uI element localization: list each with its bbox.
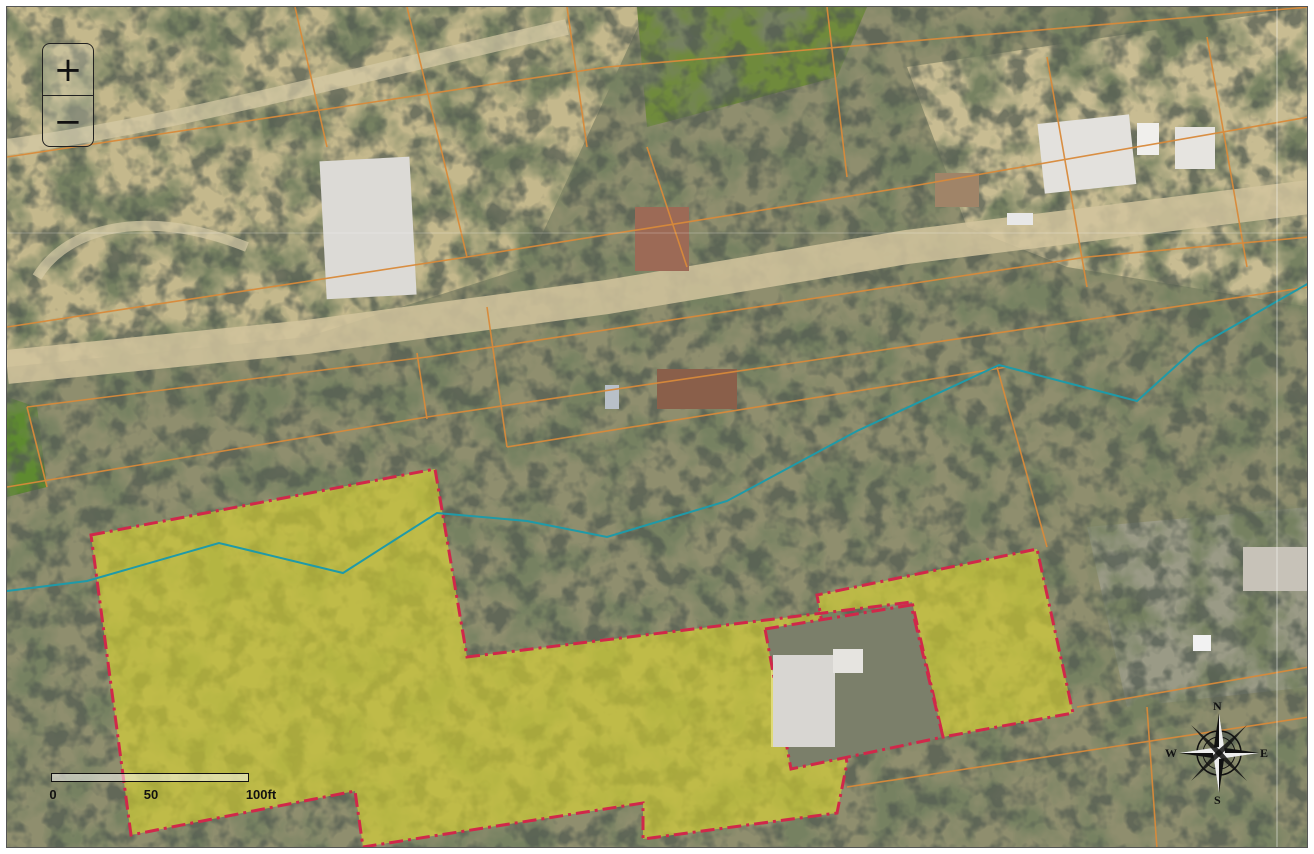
building-roof: [635, 207, 689, 271]
zoom-control: + −: [42, 43, 94, 147]
zoom-out-button[interactable]: −: [43, 95, 93, 147]
north-arrow: N S E W: [1165, 697, 1269, 809]
building-roof: [319, 156, 417, 300]
stream-line: [7, 282, 1307, 592]
building-roof: [1175, 127, 1215, 169]
parcel-boundaries: [7, 7, 1307, 847]
building-roof: [1137, 123, 1159, 155]
dirt-track: [7, 19, 569, 155]
vehicle: [1007, 213, 1033, 225]
map-viewport[interactable]: + − 0 50 100ft N S E W: [6, 6, 1308, 848]
building-roof: [833, 649, 863, 673]
scale-bar-graphic: [51, 773, 249, 782]
zoom-in-button[interactable]: +: [53, 49, 83, 90]
dirt-road: [7, 180, 1307, 384]
vehicle: [1193, 635, 1211, 651]
aerial-map[interactable]: [7, 7, 1308, 848]
scale-label-0: 0: [49, 787, 57, 802]
dirt-track: [32, 220, 249, 280]
compass-east: E: [1260, 746, 1269, 760]
compass-rose-icon: [1179, 713, 1259, 793]
scale-label-100ft: 100ft: [245, 787, 277, 802]
building-roof: [773, 655, 835, 747]
scale-bar: 0 50 100ft: [49, 773, 276, 802]
compass-north: N: [1213, 699, 1222, 713]
compass-west: W: [1165, 746, 1177, 760]
building-roof: [657, 369, 737, 409]
building-roof: [1037, 114, 1137, 194]
compass-south: S: [1214, 793, 1221, 807]
scale-label-50: 50: [143, 787, 159, 802]
building-roof: [1243, 547, 1307, 591]
